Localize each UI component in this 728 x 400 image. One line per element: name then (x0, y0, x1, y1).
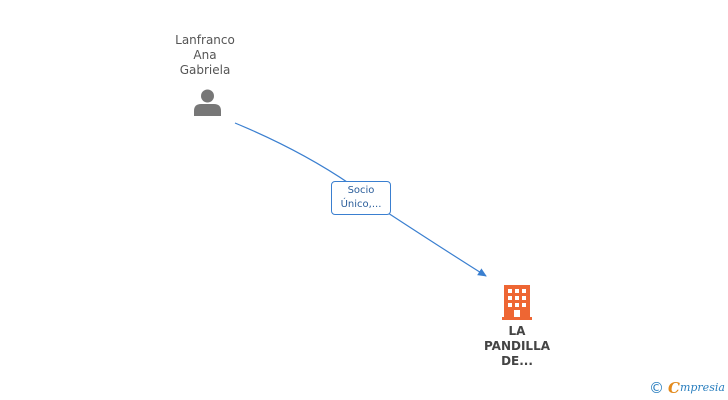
company-name-line-1: LA (508, 324, 526, 338)
company-name-label[interactable]: LA PANDILLA DE... (467, 324, 567, 369)
brand-logo-text: mpresia (679, 381, 725, 394)
edge-connector (234, 122, 486, 276)
person-name-line-1: Lanfranco (175, 33, 235, 47)
relation-label-line-2: Único,... (340, 199, 382, 210)
company-name-line-3: DE... (501, 354, 533, 368)
brand-watermark: © C mpresia (649, 378, 725, 398)
person-name-label: Lanfranco Ana Gabriela (155, 33, 255, 78)
person-name-line-2: Ana (193, 48, 217, 62)
relation-badge[interactable]: Socio Único,... (331, 181, 391, 215)
company-name-line-2: PANDILLA (483, 339, 551, 353)
person-name-line-3: Gabriela (179, 63, 231, 77)
person-icon[interactable] (193, 88, 222, 117)
building-icon[interactable] (502, 285, 532, 320)
relation-label-line-1: Socio (347, 185, 375, 196)
copyright-icon: © (649, 379, 664, 397)
brand-logo-initial: C (668, 379, 680, 397)
